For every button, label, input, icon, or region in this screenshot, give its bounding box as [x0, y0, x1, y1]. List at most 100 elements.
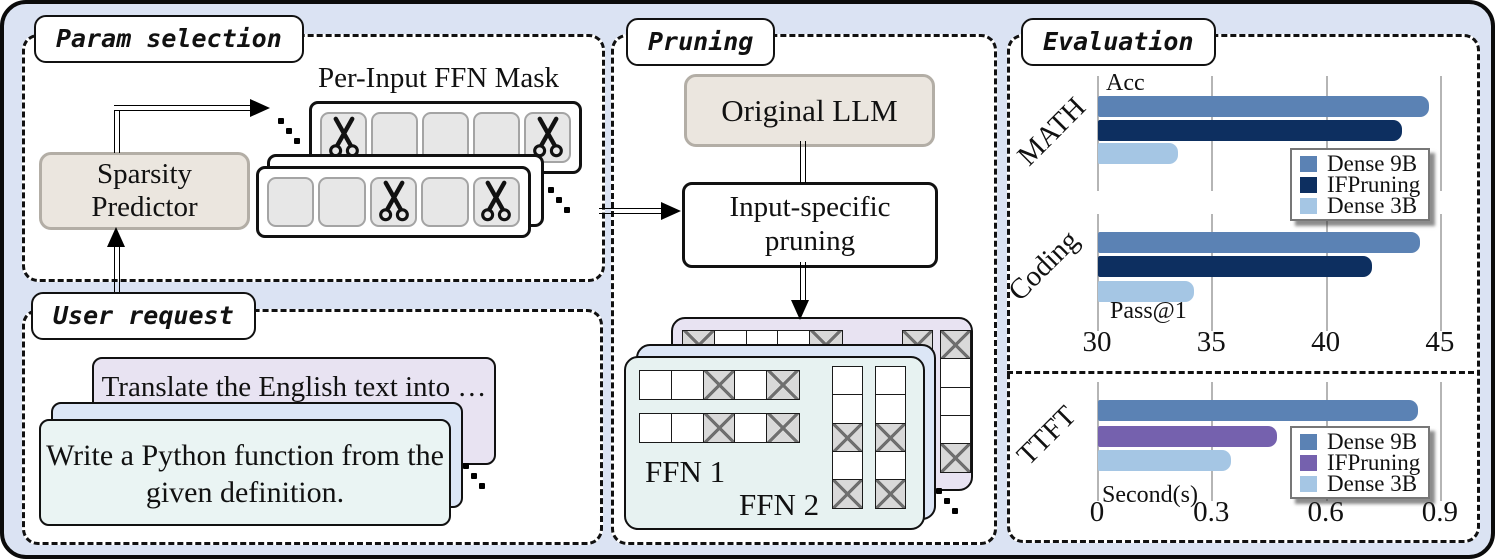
connector-llm-to-pruning — [800, 141, 806, 183]
arrow-request-to-predictor-line — [114, 246, 120, 294]
ffn-cell-pruned — [875, 422, 906, 453]
ffn-cell-kept — [734, 413, 768, 443]
ffn-cell-kept — [875, 394, 906, 425]
axis-tick-label: 35 — [1196, 326, 1226, 358]
legend-item: Dense 9B — [1300, 429, 1420, 454]
gridline — [1439, 76, 1442, 182]
arrow-mask-to-pruning-line — [599, 208, 663, 214]
ffn-cell-pruned — [832, 422, 863, 453]
ffn-front-column-2 — [875, 366, 906, 510]
accuracy-axis-ticks: 30 35 40 45 — [1083, 326, 1455, 360]
axis-tick-mark — [1097, 182, 1099, 191]
scissors-icon — [481, 180, 512, 222]
axis-tick-mark — [1439, 182, 1442, 191]
ffn-cell-kept — [670, 413, 705, 443]
bar-ttft-dense-9b — [1098, 400, 1419, 421]
sparsity-predictor-box: Sparsity Predictor — [39, 152, 250, 230]
mask-cell-kept — [318, 177, 366, 227]
bar-coding-dense-3b — [1098, 281, 1194, 302]
axis-tick-mark — [1439, 492, 1442, 501]
bar-math-dense-9b — [1098, 96, 1430, 117]
axis-tick-label: 0.6 — [1307, 496, 1344, 528]
request-card-front: Write a Python function from the given d… — [39, 419, 451, 526]
ffn-back-column-2 — [940, 330, 971, 474]
axis-tick-mark — [1097, 322, 1099, 331]
ffn-cell-pruned — [940, 443, 971, 474]
legend-item: Dense 9B — [1300, 152, 1420, 175]
bar-math-ifpruning — [1098, 120, 1403, 141]
pruning-title: Pruning — [626, 18, 776, 66]
gridline — [1439, 382, 1442, 492]
bar-math-dense-3b — [1098, 143, 1178, 164]
mask-ellipsis-left — [278, 118, 304, 148]
sparsity-predictor-line2: Predictor — [91, 191, 198, 223]
ffn-cell-kept — [670, 370, 705, 400]
ffn-front-row-1 — [639, 370, 800, 400]
param-selection-title: Param selection — [34, 15, 304, 63]
axis-tick-label: 45 — [1425, 326, 1455, 358]
ffn-cell-kept — [940, 358, 971, 389]
axis-tick-label: 40 — [1311, 326, 1341, 358]
ffn-cell-kept — [639, 370, 673, 400]
arrow-mask-to-pruning-head — [661, 202, 681, 220]
user-request-title: User request — [31, 292, 256, 340]
axis-tick-label: 0 — [1089, 496, 1105, 528]
legend-item: Dense 3B — [1300, 472, 1420, 495]
legend-item: Dense 3B — [1300, 193, 1420, 218]
ffn-cell-pruned — [702, 413, 737, 443]
legend-label: IFPruning — [1327, 172, 1421, 197]
arrow-request-to-predictor-head — [107, 227, 125, 247]
ffn1-label: FFN 1 — [645, 454, 726, 489]
request-ellipsis — [463, 463, 489, 493]
legend-label: Dense 3B — [1327, 193, 1418, 218]
ffn-cell-kept — [832, 366, 863, 396]
ffn-cell-kept — [875, 366, 906, 396]
ffn-cell-kept — [639, 413, 673, 443]
legend-swatch — [1300, 197, 1317, 214]
bar-coding-ifpruning — [1098, 256, 1373, 277]
original-llm-label: Original LLM — [721, 92, 898, 128]
mask-cell-kept — [421, 177, 469, 227]
ffn-cell-kept — [734, 370, 768, 400]
chart-group-coding — [1097, 214, 1455, 331]
chart-group-ttft — [1097, 382, 1455, 501]
chart-group-math — [1097, 76, 1455, 191]
bar-coding-dense-9b — [1098, 232, 1421, 253]
legend-label: IFPruning — [1327, 450, 1421, 475]
arrow-pruning-to-ffn-head — [791, 300, 809, 320]
axis-tick-mark — [1211, 182, 1214, 191]
ffn-front-column-1 — [832, 366, 863, 510]
axis-tick-label: 0.3 — [1193, 496, 1230, 528]
ffn-ellipsis — [936, 488, 962, 518]
ffn-front-row-2 — [639, 413, 800, 443]
scissors-icon — [378, 180, 409, 222]
mask-ellipsis-right — [548, 187, 574, 217]
ffn-cell-kept — [940, 414, 971, 445]
legend-swatch — [1300, 176, 1317, 193]
legend-swatch — [1300, 475, 1317, 492]
seconds-axis-label: Second(s) — [1102, 482, 1198, 508]
arrow-predictor-to-mask-vertical — [114, 110, 120, 153]
legend-label: Dense 9B — [1327, 429, 1418, 454]
mask-cell-pruned — [472, 177, 521, 227]
axis-tick-label: 30 — [1082, 326, 1112, 358]
legend-item: IFPruning — [1300, 172, 1421, 197]
mask-cell-kept — [267, 177, 315, 227]
axis-tick-mark — [1439, 322, 1442, 331]
gridline — [1439, 214, 1442, 322]
legend-swatch — [1300, 454, 1317, 471]
ffn-cell-kept — [832, 394, 863, 425]
scissors-icon — [532, 116, 563, 157]
ffn2-label: FFN 2 — [739, 487, 820, 522]
latency-axis-ticks: 0 0.3 0.6 0.9 — [1090, 496, 1459, 530]
arrow-pruning-to-ffn-line — [800, 262, 806, 302]
axis-tick-mark — [1097, 492, 1099, 501]
ffn-cell-kept — [940, 386, 971, 417]
axis-tick-label: 0.9 — [1421, 496, 1459, 528]
ffn-cell-pruned — [940, 330, 971, 360]
input-specific-pruning-text: Input-specific pruning — [729, 191, 891, 257]
scissors-icon — [328, 116, 359, 157]
mask-cell-pruned — [369, 177, 418, 227]
ffn-mask-label: Per-Input FFN Mask — [317, 62, 560, 94]
